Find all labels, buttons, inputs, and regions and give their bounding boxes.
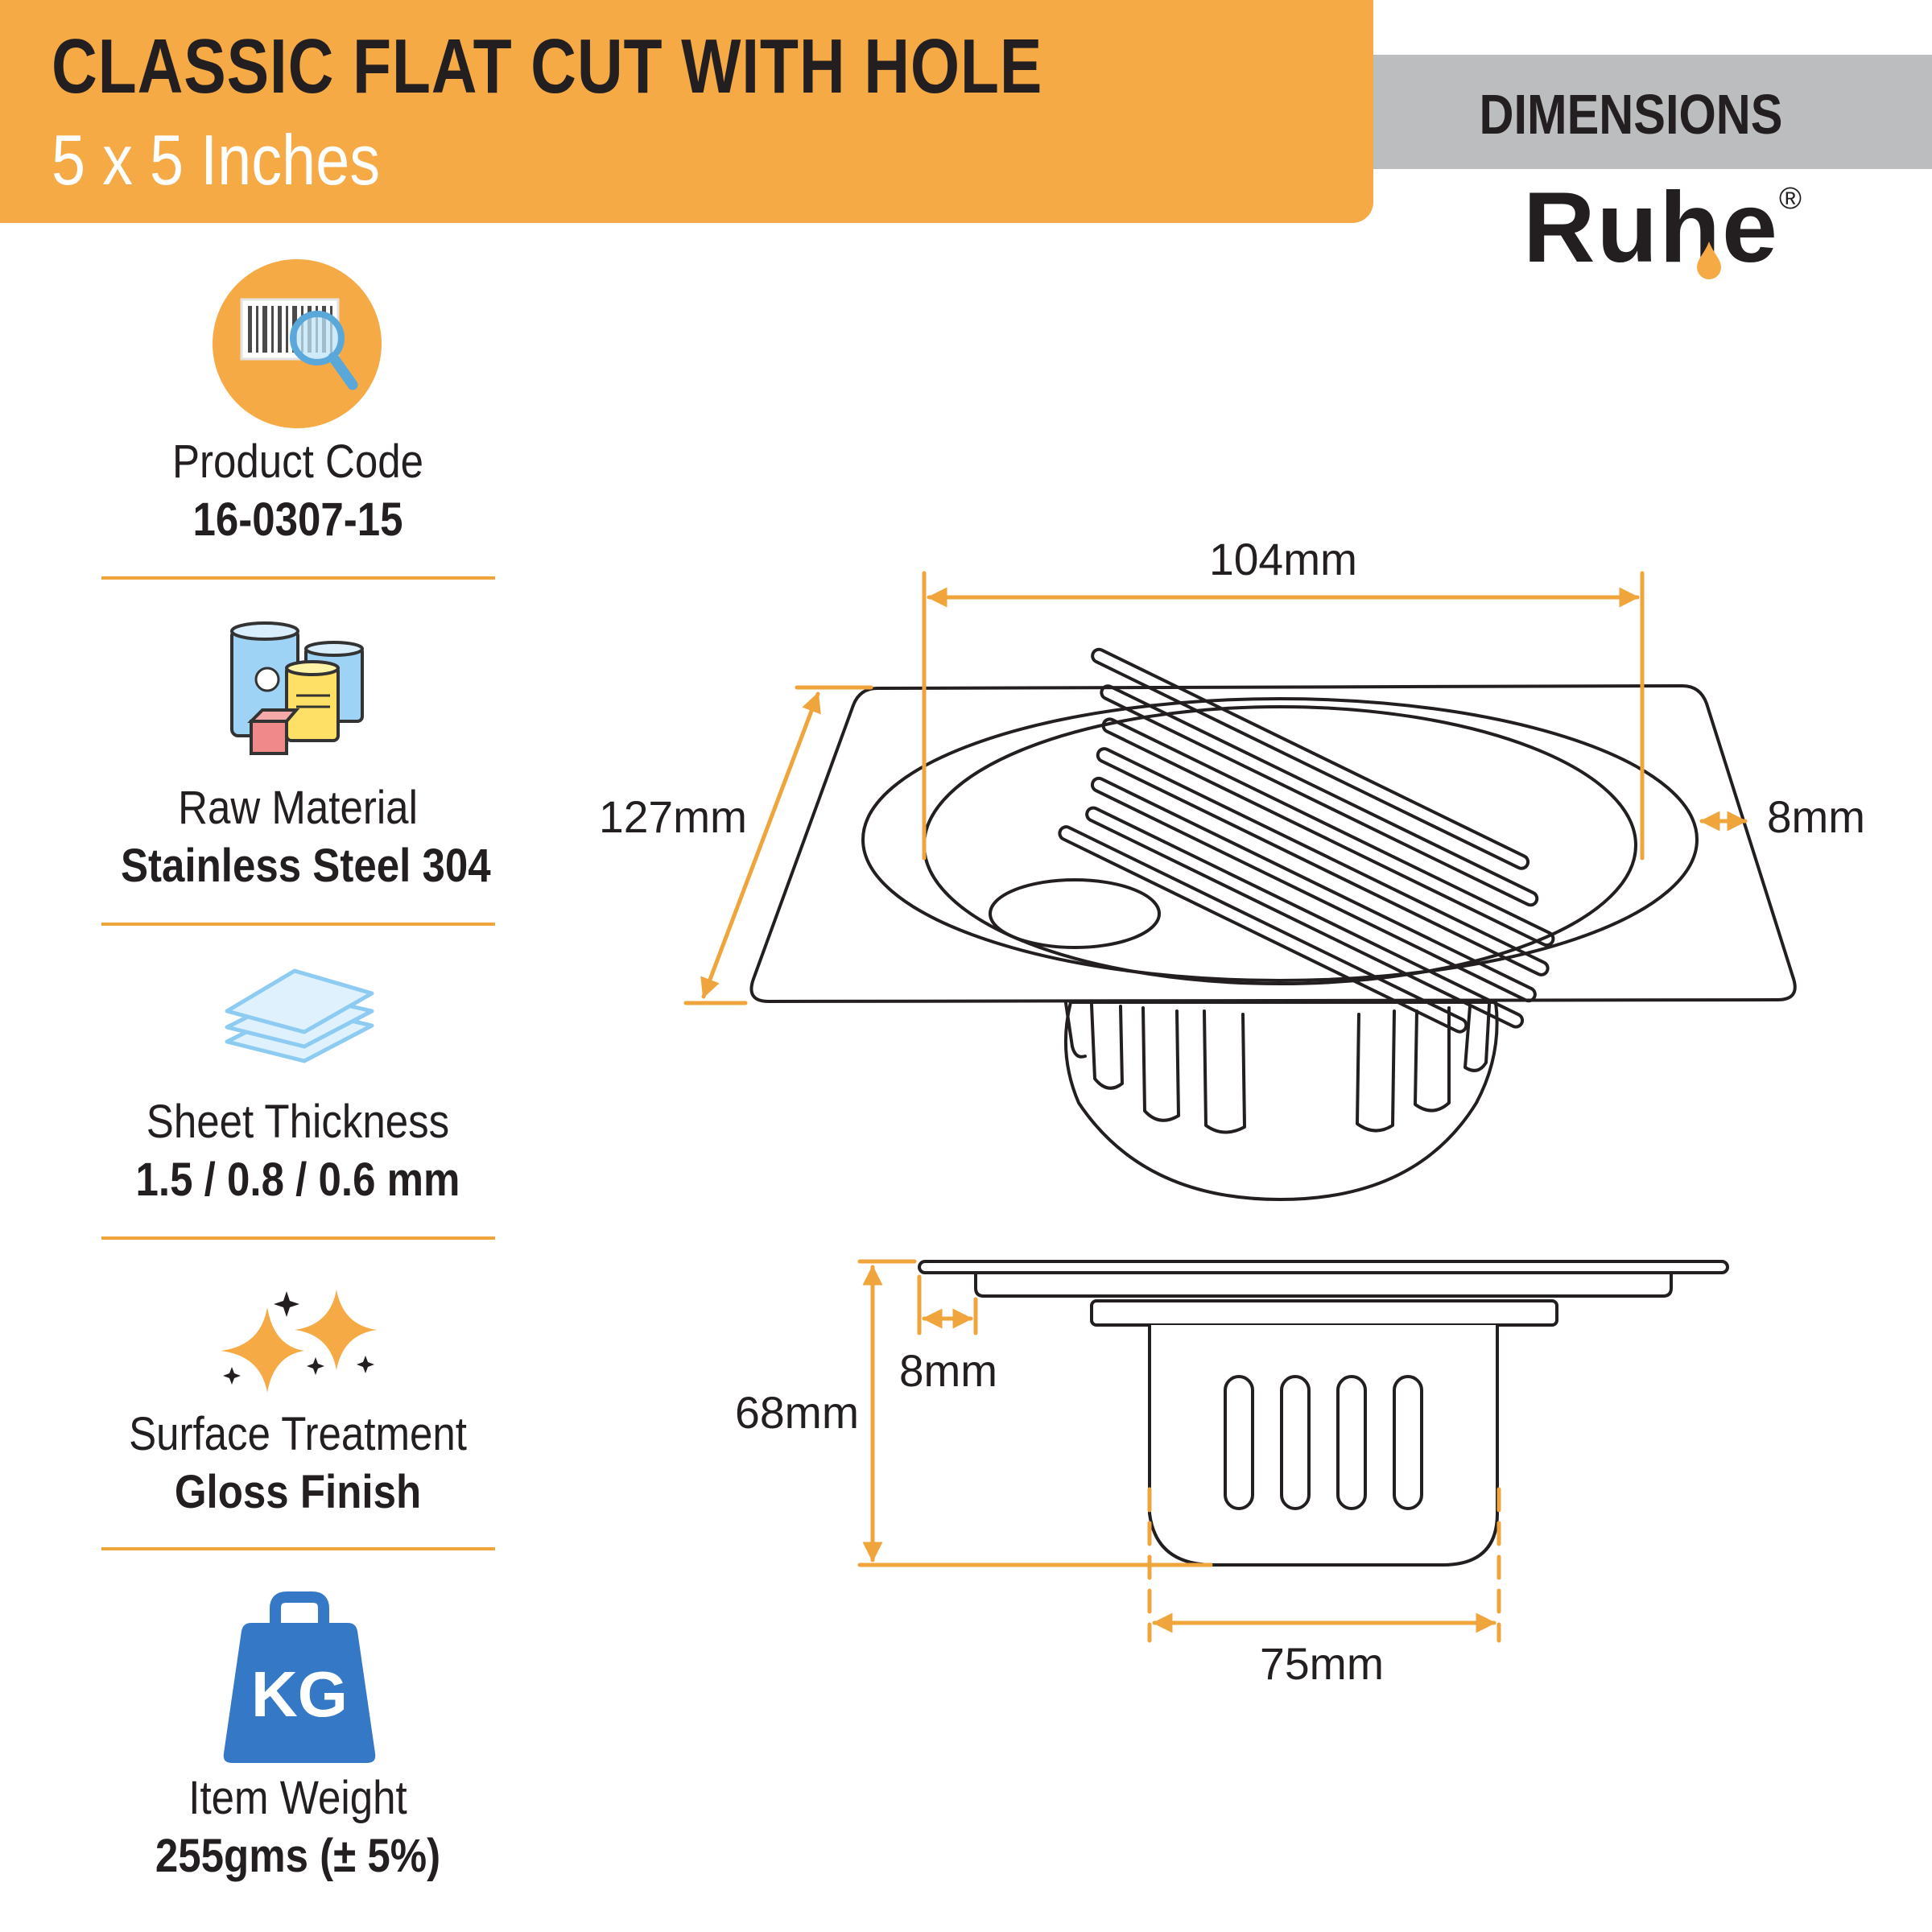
header-banner: CLASSIC FLAT CUT WITH HOLE 5 x 5 Inches — [0, 0, 1373, 223]
spec-value-product-code: 16-0307-15 — [192, 493, 403, 546]
dimensions-label: DIMENSIONS — [1479, 83, 1783, 146]
dimension-lines — [683, 571, 1748, 1643]
page-title: CLASSIC FLAT CUT WITH HOLE — [52, 23, 1043, 109]
spec-label-sheet-thickness: Sheet Thickness — [146, 1096, 450, 1148]
spec-divider — [101, 1547, 495, 1550]
dim-label-rim: 8mm — [1767, 791, 1865, 842]
spec-value-surface-treatment: Gloss Finish — [174, 1466, 422, 1518]
brand-name: Ruhe — [1523, 172, 1779, 283]
sheet-layers-icon — [225, 968, 374, 1063]
dim-label-side-length: 127mm — [599, 791, 747, 842]
weight-kg-icon: KG — [223, 1591, 376, 1763]
dim-label-height: 68mm — [735, 1387, 859, 1438]
page-subtitle: 5 x 5 Inches — [52, 120, 381, 200]
spec-divider — [101, 1236, 495, 1240]
material-cans-icon — [230, 621, 364, 755]
spec-label-item-weight: Item Weight — [188, 1772, 407, 1824]
spec-value-raw-material: Stainless Steel 304 — [121, 840, 491, 892]
registered-mark: ® — [1779, 182, 1802, 216]
dimensions-bar: DIMENSIONS — [1373, 55, 1932, 169]
spec-label-surface-treatment: Surface Treatment — [129, 1408, 467, 1460]
spec-label-product-code: Product Code — [171, 436, 424, 488]
dim-label-flange: 8mm — [899, 1345, 997, 1396]
dim-label-body-diameter: 75mm — [1260, 1638, 1384, 1689]
spec-divider — [101, 576, 495, 580]
spec-label-raw-material: Raw Material — [178, 782, 418, 834]
weight-kg-text: KG — [251, 1658, 348, 1730]
brand-logo: Ruhe ® — [1523, 171, 1829, 283]
side-view-drain — [918, 1260, 1729, 1567]
sparkle-icon — [221, 1290, 377, 1393]
spec-value-sheet-thickness: 1.5 / 0.8 / 0.6 mm — [135, 1154, 460, 1206]
spec-divider — [101, 923, 495, 926]
spec-value-item-weight: 255gms (± 5%) — [155, 1830, 441, 1882]
water-drop-icon — [1697, 242, 1721, 279]
dim-label-top-width: 104mm — [1209, 534, 1357, 584]
dim-arrow-side-length — [700, 691, 821, 999]
top-view-drain — [749, 647, 1797, 1201]
barcode-search-icon — [213, 259, 382, 428]
